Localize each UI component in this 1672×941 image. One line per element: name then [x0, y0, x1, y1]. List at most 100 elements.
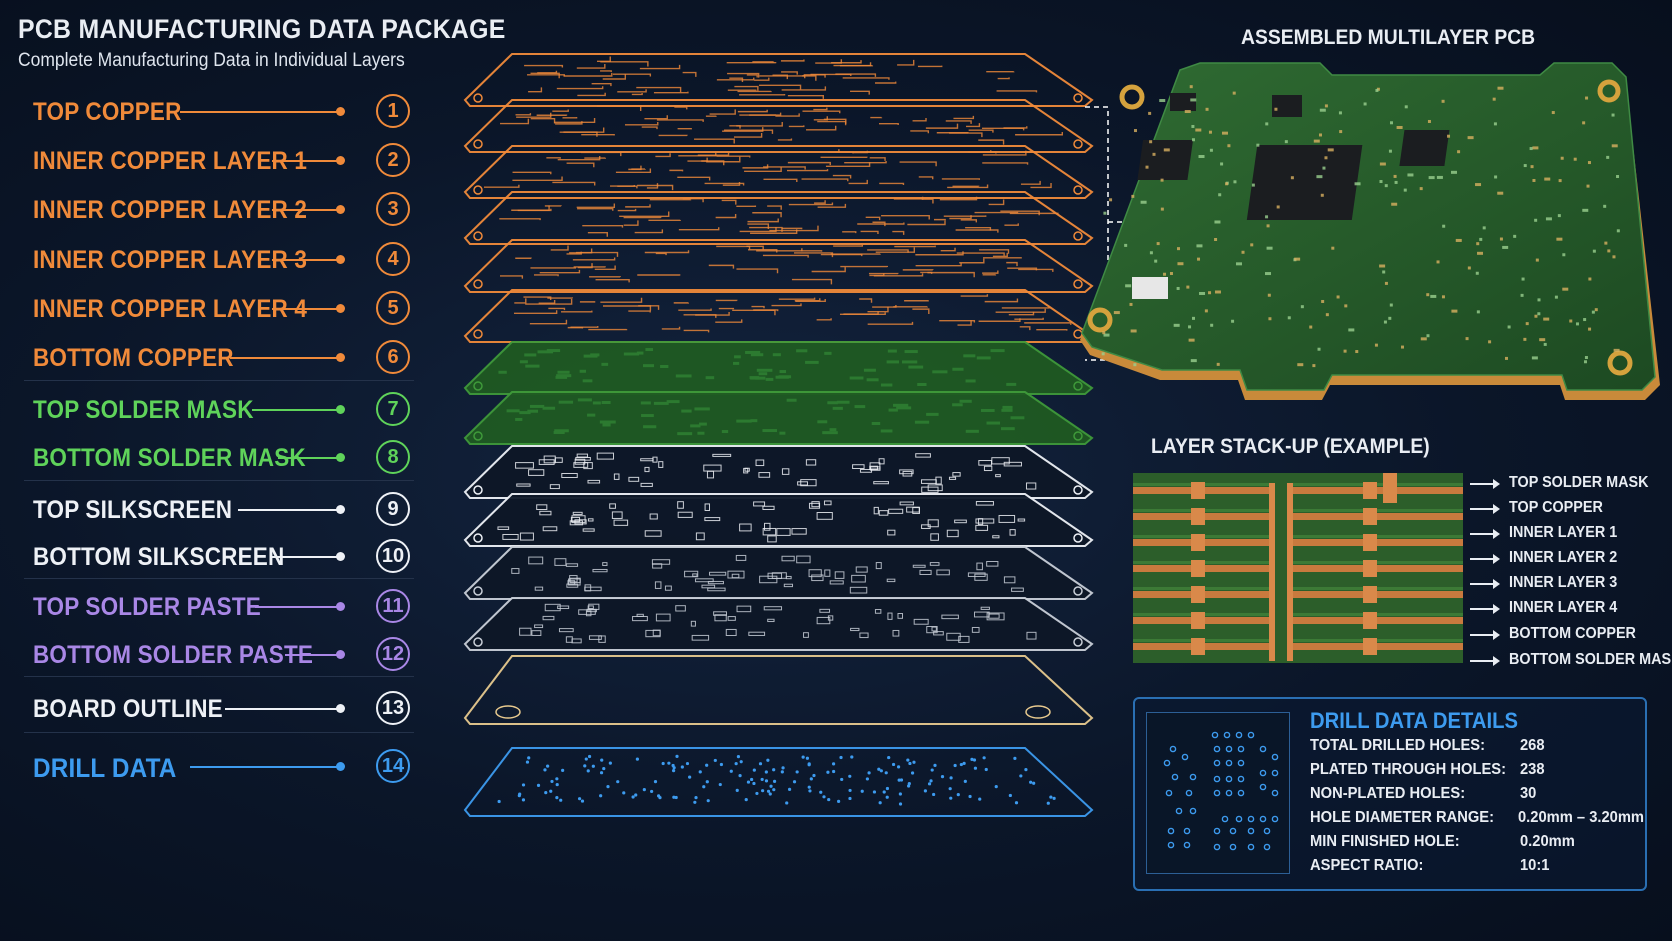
copper-trace: [515, 113, 532, 116]
component-pad: [1585, 96, 1589, 100]
layer-number-badge: 14: [376, 749, 410, 783]
component-pad: [1384, 184, 1388, 188]
corner-hole: [473, 329, 483, 339]
copper-trace: [996, 90, 1038, 93]
drill-hole: [706, 799, 710, 803]
copper-trace: [934, 218, 946, 221]
mask-opening: [525, 364, 540, 368]
component-pad: [1267, 293, 1271, 297]
drill-hole: [932, 792, 936, 797]
print-mark: [574, 458, 586, 465]
print-mark: [878, 458, 885, 465]
component-pad: [1482, 226, 1486, 230]
mask-opening: [952, 403, 963, 407]
copper-trace: [920, 271, 933, 274]
drill-hole: [702, 785, 706, 789]
component-pad: [1169, 272, 1173, 276]
copper-trace: [953, 115, 975, 120]
copper-trace: [881, 215, 930, 220]
drill-hole: [713, 758, 717, 763]
print-mark: [808, 569, 822, 578]
print-mark: [558, 628, 574, 633]
copper-trace: [617, 89, 647, 93]
copper-trace: [1036, 328, 1068, 331]
drill-hole: [1213, 843, 1221, 851]
copper-trace: [634, 229, 664, 234]
mask-opening: [758, 372, 768, 376]
drill-hole: [1019, 774, 1023, 778]
component-pad: [1543, 342, 1547, 346]
print-mark: [946, 529, 959, 538]
print-mark: [640, 458, 654, 462]
drill-hole: [780, 770, 784, 774]
print-mark: [677, 501, 684, 509]
print-mark: [767, 572, 783, 580]
copper-trace: [984, 298, 1019, 303]
copper-trace: [653, 91, 689, 94]
component-pad: [1149, 140, 1153, 144]
print-mark: [544, 603, 561, 612]
drill-hole: [785, 801, 789, 805]
stackup-label: TOP COPPER: [1509, 499, 1603, 516]
copper-trace: [612, 73, 652, 77]
print-mark: [980, 606, 990, 610]
drill-hole: [555, 777, 559, 781]
drill-hole: [822, 795, 826, 799]
copper-trace: [483, 184, 520, 188]
component-pad: [1199, 291, 1206, 295]
mask-opening: [1002, 405, 1013, 409]
component-pad: [1190, 98, 1197, 102]
copper-trace: [718, 307, 735, 310]
copper-trace: [683, 329, 710, 333]
mask-opening: [888, 408, 898, 412]
layer-number-badge: 13: [376, 691, 410, 725]
print-mark: [800, 479, 817, 487]
copper-trace: [701, 160, 725, 166]
print-mark: [933, 631, 944, 636]
print-mark: [644, 466, 650, 473]
print-mark: [954, 519, 967, 524]
component-pad: [1338, 111, 1342, 115]
copper-trace: [500, 275, 524, 279]
mask-opening: [660, 364, 669, 368]
drill-hole: [878, 801, 882, 805]
copper-trace: [561, 310, 593, 313]
copper-trace: [697, 152, 730, 156]
mask-opening: [582, 379, 593, 383]
drill-hole: [1014, 801, 1019, 805]
print-mark: [538, 459, 555, 465]
copper-trace: [746, 74, 758, 78]
via-pad: [1191, 638, 1205, 655]
mask-opening: [756, 368, 773, 372]
drill-hole: [1263, 827, 1271, 835]
mask-opening: [902, 360, 918, 364]
component-pad: [1336, 295, 1340, 299]
component-pad: [1103, 211, 1107, 215]
drill-hole: [1259, 745, 1267, 753]
component-pad: [1348, 328, 1355, 332]
print-mark: [783, 583, 794, 588]
print-mark: [819, 608, 831, 613]
component-pad: [1221, 131, 1228, 135]
print-mark: [748, 631, 766, 636]
drill-hole: [758, 762, 763, 766]
component-pad: [1521, 277, 1525, 281]
print-mark: [851, 574, 866, 583]
drill-hole: [1229, 843, 1237, 851]
print-mark: [811, 574, 824, 582]
drill-hole: [734, 762, 738, 766]
copper-trace: [940, 247, 956, 252]
copper-trace: [1019, 326, 1031, 331]
copper-trace: [637, 184, 674, 191]
component-pad: [1225, 182, 1229, 186]
drill-key: HOLE DIAMETER RANGE:: [1310, 809, 1494, 826]
drill-map-preview: [1146, 712, 1290, 874]
layer-number-badge: 6: [376, 340, 410, 374]
component-pad: [1196, 244, 1203, 248]
component-pad: [1186, 285, 1190, 289]
drill-hole: [544, 791, 548, 795]
print-mark: [554, 558, 567, 566]
drill-value: 268: [1520, 737, 1545, 754]
print-mark: [516, 483, 531, 487]
mask-opening: [498, 370, 507, 374]
